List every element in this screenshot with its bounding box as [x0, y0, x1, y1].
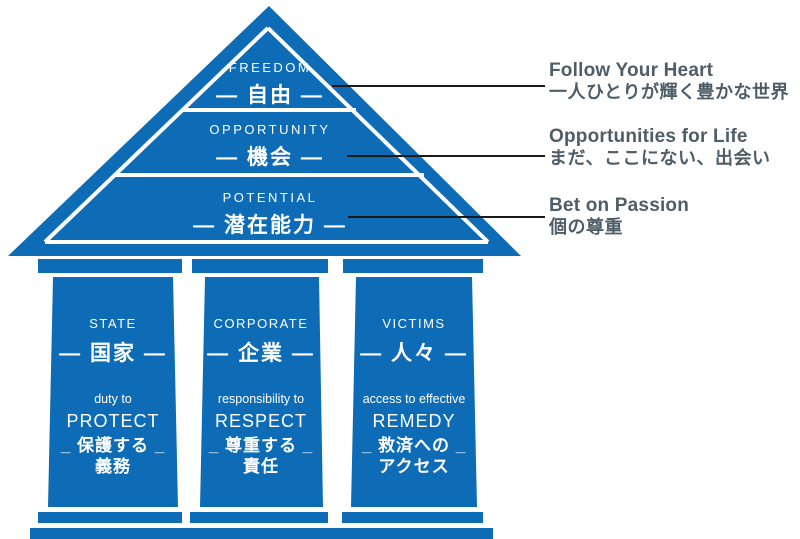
annotation-potential-en: Bet on Passion — [549, 195, 690, 216]
pillar-victims-duty-jp1: _ 救済への _ — [361, 436, 467, 455]
pillar-state-duty-jp2: 義務 — [95, 457, 131, 476]
annotation-potential-jp: 個の尊重 — [549, 217, 623, 237]
pillar-state-duty: duty to PROTECT _ 保護する _ 義務 — [23, 392, 203, 477]
roof-tier-potential-en: POTENTIAL — [222, 190, 318, 205]
pillar-corporate-role-jp: — 企業 — — [207, 342, 315, 365]
pillar-victims-role-jp: — 人々 — — [360, 342, 468, 365]
pillar-shaft-corporate — [200, 277, 323, 507]
pillar-victims-duty-en: REMEDY — [372, 411, 456, 431]
pillar-shaft-victims — [351, 277, 477, 507]
pillar-capital-victims — [343, 259, 483, 273]
pillar-state-name: STATE — 国家 — — [23, 316, 203, 367]
roof-tier-opportunity-en: OPPORTUNITY — [209, 122, 331, 137]
annotation-freedom-jp: 一人ひとりが輝く豊かな世界 — [549, 82, 789, 102]
pillar-state-role-en: STATE — [89, 316, 137, 331]
roof-tier-freedom: FREEDOM — 自由 — — [120, 60, 420, 109]
pillar-shaft-state — [48, 277, 178, 507]
pillar-state-role-jp: — 国家 — — [59, 342, 167, 365]
pillar-corporate-duty-lead: responsibility to — [217, 392, 305, 406]
pillar-capital-corporate — [192, 259, 328, 273]
annotation-opportunity-jp: まだ、ここにない、出会い — [549, 148, 771, 168]
pillar-corporate-duty-en: RESPECT — [214, 411, 308, 431]
pillar-state-duty-en: PROTECT — [66, 411, 160, 431]
pillar-corporate-duty: responsibility to RESPECT _ 尊重する _ 責任 — [171, 392, 351, 477]
annotation-freedom-en: Follow Your Heart — [549, 60, 714, 81]
roof-tier-potential: POTENTIAL — 潜在能力 — — [120, 190, 420, 239]
pillar-corporate-duty-jp2: 責任 — [243, 457, 279, 476]
annotation-potential: Bet on Passion 個の尊重 — [549, 195, 800, 238]
annotation-opportunity-en: Opportunities for Life — [549, 126, 748, 147]
pillar-victims-duty: access to effective REMEDY _ 救済への _ アクセス — [324, 392, 504, 477]
pillar-victims-duty-lead: access to effective — [362, 392, 466, 406]
roof-triangle — [8, 6, 521, 256]
roof-tier-opportunity-jp: — 機会 — — [216, 146, 324, 169]
pillar-victims-role-en: VICTIMS — [382, 316, 446, 331]
annotation-opportunity: Opportunities for Life まだ、ここにない、出会い — [549, 126, 800, 169]
pillar-foot-victims — [342, 512, 483, 523]
pillar-capital-state — [38, 259, 182, 273]
pillar-foot-corporate — [190, 512, 328, 523]
annotation-freedom: Follow Your Heart 一人ひとりが輝く豊かな世界 — [549, 60, 800, 103]
pillar-victims-name: VICTIMS — 人々 — — [324, 316, 504, 367]
pillar-corporate-duty-jp1: _ 尊重する _ — [208, 436, 314, 455]
roof-tier-potential-jp: — 潜在能力 — — [193, 214, 347, 237]
roof-tier-opportunity: OPPORTUNITY — 機会 — — [120, 122, 420, 171]
roof-tier-freedom-jp: — 自由 — — [216, 84, 324, 107]
pillar-state-duty-jp1: _ 保護する _ — [60, 436, 166, 455]
base-bar — [30, 528, 493, 539]
roof-tier-divider-lines — [43, 26, 490, 244]
pillar-foot-state — [38, 512, 182, 523]
pillar-corporate-name: CORPORATE — 企業 — — [171, 316, 351, 367]
pillar-state-duty-lead: duty to — [94, 392, 132, 406]
roof-tier-freedom-en: FREEDOM — [228, 60, 312, 75]
pillar-victims-duty-jp2: アクセス — [378, 457, 450, 476]
pillar-corporate-role-en: CORPORATE — [213, 316, 309, 331]
